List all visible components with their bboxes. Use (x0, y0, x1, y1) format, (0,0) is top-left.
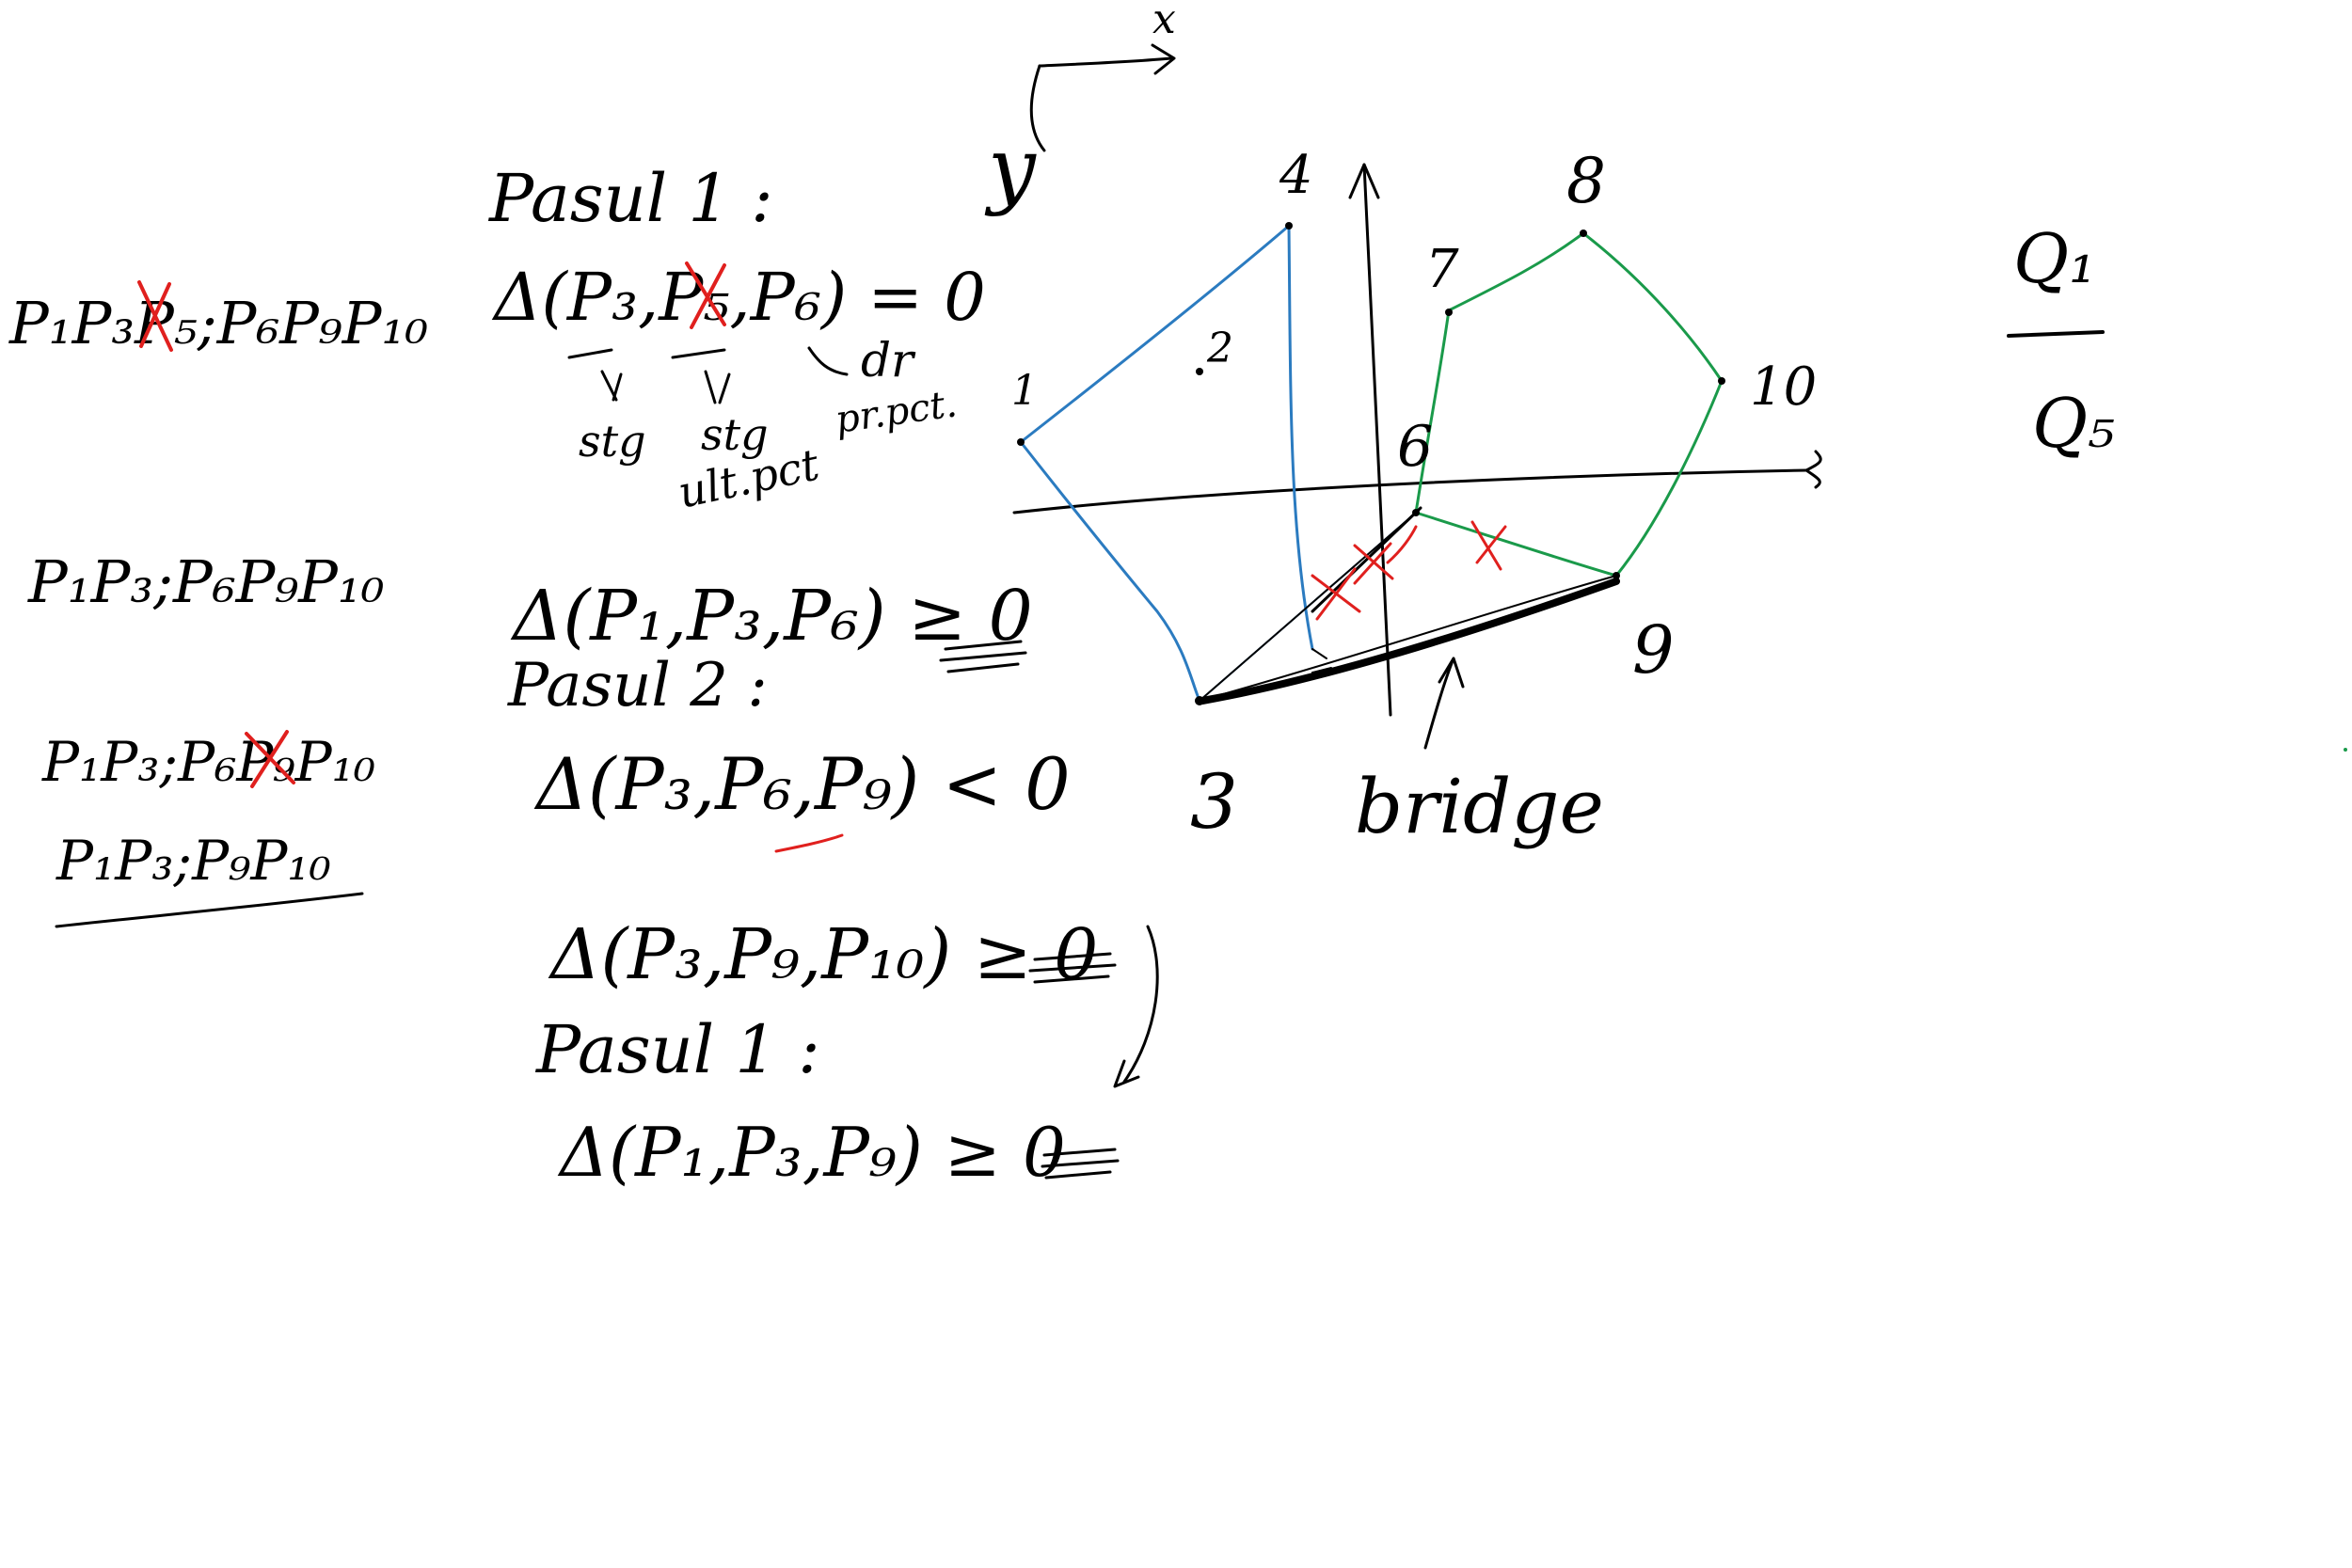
step1-equation-2: Δ(P₁,P₃,P₆) ≥ 0 (510, 576, 1033, 657)
orientation-x-label: x (1152, 0, 1176, 43)
bridge-arrow (1423, 657, 1455, 750)
tangent-3-9-thin (1199, 575, 1617, 702)
note-stg-1: stg (579, 416, 646, 467)
red-stroke-3 (1386, 525, 1418, 564)
step1-equation: Δ(P₃,P₅,P₆) = 0 (491, 259, 986, 336)
point-9 (1613, 572, 1620, 579)
point-list-4: P₁P₃;P₉P₁₀ (56, 829, 331, 893)
point-3 (1195, 696, 1204, 705)
strike-p5-mark (137, 280, 173, 352)
bridge-segment (1199, 578, 1620, 705)
vertical-axis (1362, 163, 1392, 717)
curved-arrow-head (1113, 1059, 1140, 1088)
arrow-to-stg-1 (567, 348, 623, 402)
red-x-2 (1353, 542, 1394, 585)
bridge-arrowhead (1438, 657, 1465, 689)
point-6 (1412, 509, 1420, 516)
red-underline-p6 (774, 833, 844, 853)
horizontal-axis (1012, 468, 1808, 515)
right-note: Q₁ Q₅ (2007, 219, 2115, 463)
label-point-10: 10 (1750, 356, 1817, 418)
blue-edge-1-3 (1019, 440, 1201, 703)
note-pr-pct: pr.pct. (833, 382, 960, 442)
green-edge-6-9 (1414, 511, 1618, 578)
underline-list-4 (55, 892, 364, 928)
point-10 (1718, 377, 1725, 385)
note-q5: Q₅ (2032, 384, 2115, 463)
blue-edge-4-3 (1287, 224, 1314, 651)
orientation-y-label: y (984, 119, 1037, 218)
label-point-4: 4 (1279, 145, 1313, 206)
point-7 (1445, 309, 1453, 316)
bridge-label: bridge (1355, 763, 1604, 850)
note-fraction-bar (2007, 330, 2105, 338)
left-column: P₁P₃P₅;P₆P₉P₁₀ P₁P₃;P₆P₉P₁₀ P₁P₃;P₆P₉P₁₀… (8, 280, 428, 928)
orientation-y-arrow (1029, 64, 1046, 152)
green-edge-7-8 (1447, 231, 1585, 312)
label-point-2: 2 (1206, 325, 1233, 372)
strike-eq-p5-mark (685, 261, 726, 329)
point-list-2: P₁P₃;P₆P₉P₁₀ (27, 547, 385, 616)
point-list-1: P₁P₃P₅;P₆P₉P₁₀ (8, 289, 428, 357)
point-4 (1285, 222, 1293, 230)
step2-equation-2: Δ(P₃,P₉,P₁₀) ≥ 0 (548, 914, 1098, 995)
point-2 (1196, 368, 1203, 375)
label-point-1: 1 (1011, 367, 1038, 415)
green-edge-8-10 (1581, 231, 1724, 383)
underline-step2-eq2 (1028, 952, 1117, 984)
note-stg-2: stg (701, 409, 769, 460)
tangent-3-6-double (1311, 506, 1422, 613)
vertical-axis-arrowhead (1348, 163, 1380, 199)
green-edge-6-7 (1414, 309, 1451, 515)
orientation-x-arrow (1038, 56, 1173, 68)
label-point-9: 9 (1632, 611, 1675, 689)
label-point-3: 3 (1190, 758, 1238, 846)
steps-column: Pasul 1 : Δ(P₃,P₅,P₆) = 0 stg stg ult.pc… (487, 160, 1159, 1192)
step2-title: Pasul 2 : (507, 651, 768, 721)
tangent-3-6 (1199, 512, 1417, 702)
point-1 (1017, 438, 1025, 446)
arrow-to-dr (807, 346, 849, 376)
small-tick (1311, 648, 1332, 673)
blue-edge-1-4 (1019, 224, 1291, 444)
note-dr: dr (861, 333, 916, 388)
label-point-7: 7 (1425, 239, 1459, 300)
red-x-1 (1311, 567, 1361, 621)
orientation-x-arrowhead (1151, 43, 1176, 75)
label-point-6: 6 (1397, 414, 1433, 480)
note-q1: Q₁ (2013, 219, 2096, 298)
curved-arrow (1122, 925, 1159, 1084)
strike-p6-mark (245, 730, 295, 788)
red-x-4 (1470, 520, 1507, 571)
hull-diagram: x y (984, 0, 1822, 850)
green-edge-10-9 (1614, 379, 1724, 578)
step2-equation: Δ(P₃,P₆,P₉) < 0 (533, 742, 1071, 826)
step1-title: Pasul 1 : (487, 160, 773, 237)
stray-dot (2344, 748, 2347, 752)
label-point-8: 8 (1566, 145, 1606, 217)
horizontal-axis-arrowhead (1804, 450, 1822, 489)
arrow-to-stg-2 (671, 348, 731, 404)
step3-equation: Δ(P₁,P₃,P₉) ≥ 0 (557, 1113, 1066, 1192)
point-list-3: P₁P₃;P₆P₉P₁₀ (41, 730, 375, 794)
underline-eq2 (939, 640, 1027, 673)
underline-step3 (1041, 1148, 1120, 1180)
step3-title: Pasul 1 : (534, 1011, 820, 1088)
point-8 (1580, 230, 1587, 237)
